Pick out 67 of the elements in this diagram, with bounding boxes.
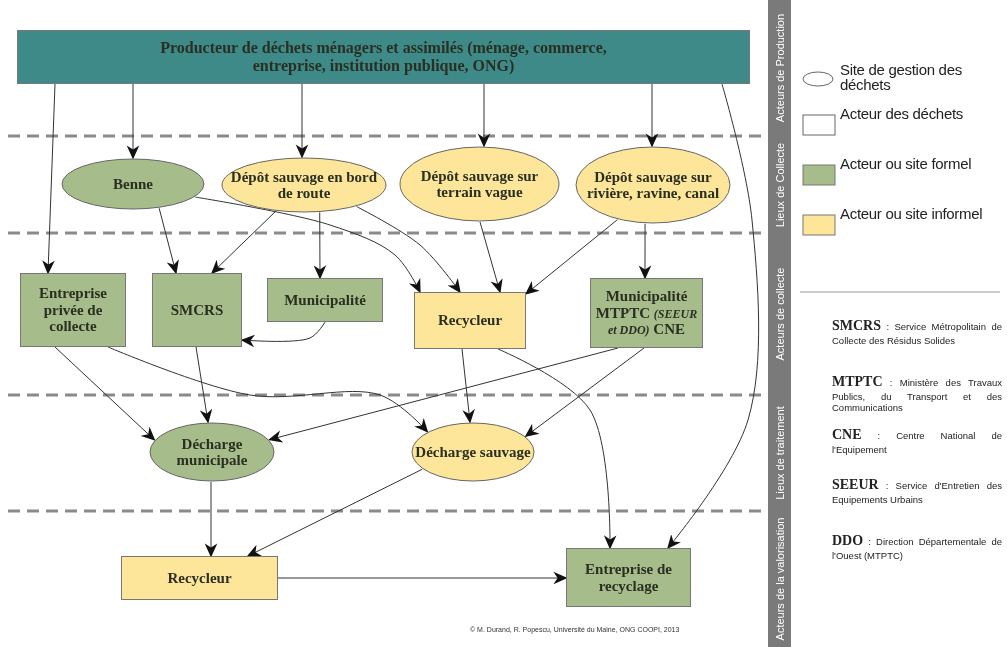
legend-label: Acteur ou site formel xyxy=(840,156,973,171)
abbreviation-note: CNE : Centre National de l'Equipement xyxy=(832,427,1002,456)
node-label: Dépôt sauvage en bord de route xyxy=(229,168,379,202)
arrow xyxy=(313,212,327,280)
arrow xyxy=(195,346,213,424)
node-label: Dépôt sauvage sur terrain vague xyxy=(419,167,540,201)
node-label: Benne xyxy=(112,175,154,193)
band-label: Acteurs de collecte xyxy=(773,266,787,363)
formal-actor-box xyxy=(20,273,126,347)
arrow xyxy=(107,346,429,433)
band-label: Lieux de Collecte xyxy=(773,141,787,228)
arrow xyxy=(638,223,652,280)
arrow xyxy=(277,571,568,585)
arrow xyxy=(246,468,423,557)
arrow xyxy=(211,210,277,274)
informal-site-ellipse xyxy=(575,146,731,224)
arrow xyxy=(42,83,56,275)
arrow xyxy=(54,346,156,441)
informal-site-ellipse xyxy=(399,146,560,222)
band-label: Acteurs de la valorisation xyxy=(773,516,787,642)
node-label: Municipalité MTPTC (SEEUR et DDO) CNE xyxy=(594,288,699,338)
arrow xyxy=(497,348,617,550)
arrow xyxy=(268,347,619,443)
producer-box xyxy=(17,30,750,84)
arrow xyxy=(477,83,491,148)
arrow xyxy=(479,221,503,294)
informal-site-ellipse xyxy=(221,157,387,213)
arrow xyxy=(645,83,659,148)
node-label: Dépôt sauvage sur rivière, ravine, canal xyxy=(585,168,721,202)
arrow xyxy=(194,196,421,294)
node-label: Décharge sauvage xyxy=(414,443,532,461)
abbreviation-note: SMCRS : Service Métropolitain de Collecte des Résidus Solides xyxy=(832,318,1002,347)
node-label: Recycleur xyxy=(436,312,504,329)
arrow xyxy=(524,347,645,438)
arrow xyxy=(158,207,179,275)
abbreviation-note: MTPTC : Ministère des Travaux Publics, du Transport et des Communications xyxy=(832,374,1002,414)
node-label: Entreprise privée de collecte xyxy=(37,285,109,335)
arrow xyxy=(295,83,309,159)
informal-actor-box xyxy=(414,292,526,349)
node-label: SMCRS xyxy=(169,301,225,319)
legend-label: Site de gestion des déchets xyxy=(840,62,963,92)
arrow xyxy=(667,83,760,550)
node-label: Entreprise de recyclage xyxy=(584,561,673,594)
legend-label: Acteur ou site informel xyxy=(840,206,984,221)
formal-actor-box xyxy=(590,278,703,348)
band-label: Lieux de traitement xyxy=(773,405,787,502)
formal-actor-box xyxy=(267,278,383,322)
formal-actor-box xyxy=(566,548,691,607)
formal-site-ellipse xyxy=(61,158,205,210)
node-label: Municipalité xyxy=(283,291,367,309)
arrow xyxy=(126,83,140,160)
arrow xyxy=(356,206,461,294)
legend-label: Acteur des déchets xyxy=(840,106,964,121)
abbreviation-note: SEEUR : Service d'Entretien des Equipements Urbains xyxy=(832,477,1002,506)
formal-site-ellipse xyxy=(149,422,275,482)
node-label: Recycleur xyxy=(166,569,233,587)
node-label: Producteur de déchets ménagers et assimilés (ménage, commerce, entreprise, institution publique, ONG) xyxy=(159,39,608,75)
informal-actor-box xyxy=(121,556,278,600)
node-label: Décharge municipale xyxy=(175,435,249,469)
arrow xyxy=(240,321,326,348)
formal-actor-box xyxy=(152,273,242,347)
abbreviation-note: DDO : Direction Départementale de l'Ouest (MTPTC) xyxy=(832,533,1002,562)
arrow xyxy=(461,348,475,424)
arrow xyxy=(204,481,218,558)
arrow xyxy=(524,219,618,295)
band-label: Acteurs de Production xyxy=(773,12,787,125)
informal-site-ellipse xyxy=(411,422,535,482)
